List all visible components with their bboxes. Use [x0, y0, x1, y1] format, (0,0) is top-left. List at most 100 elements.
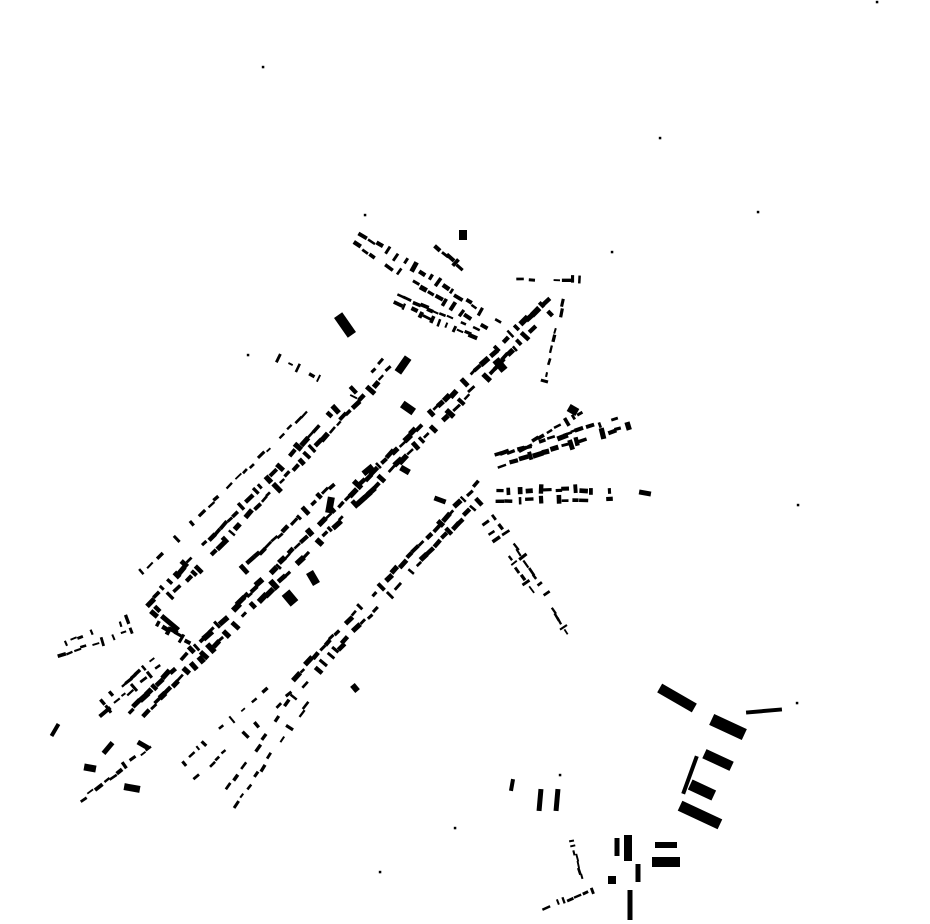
building: [531, 450, 544, 459]
building: [538, 495, 544, 504]
building: [166, 578, 174, 586]
building: [487, 529, 496, 536]
building: [465, 298, 473, 305]
building: [295, 514, 303, 521]
building: [320, 486, 330, 495]
building: [228, 715, 236, 724]
building: [549, 444, 560, 452]
building: [215, 540, 227, 552]
building: [496, 488, 504, 493]
building: [504, 499, 513, 504]
building: [553, 327, 557, 334]
building: [709, 713, 747, 741]
building: [414, 423, 424, 433]
building: [140, 750, 147, 757]
building: [598, 427, 607, 440]
building: [343, 615, 355, 626]
building: [224, 782, 232, 791]
building: [265, 447, 272, 453]
building: [268, 467, 279, 478]
building: [242, 468, 248, 475]
building: [207, 626, 215, 634]
building: [103, 776, 111, 784]
building: [555, 488, 563, 493]
building: [241, 730, 250, 739]
building: [398, 440, 407, 448]
building: [576, 867, 582, 876]
building: [745, 707, 783, 715]
building: [499, 448, 510, 456]
building: [465, 489, 474, 498]
building: [140, 664, 147, 671]
building: [508, 458, 519, 465]
building: [585, 422, 595, 430]
building: [327, 482, 336, 491]
building: [371, 590, 378, 598]
building: [610, 416, 619, 422]
building: [230, 620, 241, 631]
building: [453, 293, 464, 302]
building: [99, 698, 107, 706]
building: [546, 434, 556, 440]
building: [200, 740, 208, 748]
building: [291, 670, 303, 683]
building: [561, 442, 569, 448]
building: [107, 690, 115, 697]
building: [220, 749, 227, 755]
building: [123, 783, 141, 793]
building: [300, 505, 311, 516]
building: [221, 629, 232, 639]
building: [451, 325, 458, 333]
building: [417, 311, 425, 319]
building: [467, 332, 478, 341]
building: [300, 410, 308, 419]
building: [397, 558, 409, 570]
building: [251, 486, 260, 495]
building: [253, 576, 265, 588]
building: [239, 792, 245, 799]
building: [756, 210, 760, 214]
building: [76, 635, 84, 640]
building: [510, 560, 518, 566]
building: [275, 353, 282, 363]
building: [461, 507, 472, 517]
building: [285, 724, 294, 732]
building: [624, 421, 632, 431]
building: [226, 516, 234, 523]
building: [384, 365, 392, 372]
building: [655, 842, 677, 848]
building: [432, 310, 439, 315]
building: [73, 647, 82, 653]
building: [231, 510, 240, 519]
building: [260, 495, 268, 503]
building: [276, 532, 284, 540]
building: [438, 312, 447, 318]
building: [152, 590, 161, 600]
building: [356, 603, 364, 611]
building: [158, 584, 165, 591]
building: [86, 788, 94, 795]
building: [359, 618, 367, 626]
building: [436, 518, 446, 528]
building: [542, 590, 551, 597]
building: [214, 755, 221, 762]
building: [311, 424, 321, 434]
building: [228, 529, 236, 537]
building: [196, 654, 206, 665]
building: [455, 517, 465, 527]
building: [796, 503, 800, 507]
building: [179, 651, 189, 662]
building: [401, 303, 407, 311]
building: [304, 527, 315, 538]
building: [402, 432, 414, 444]
building: [425, 531, 434, 541]
building: [384, 245, 392, 255]
building: [376, 582, 386, 592]
building: [541, 905, 551, 911]
building: [192, 643, 201, 652]
building: [205, 642, 217, 655]
building: [573, 893, 582, 899]
building: [546, 309, 555, 318]
building: [355, 494, 368, 507]
building: [108, 773, 118, 781]
